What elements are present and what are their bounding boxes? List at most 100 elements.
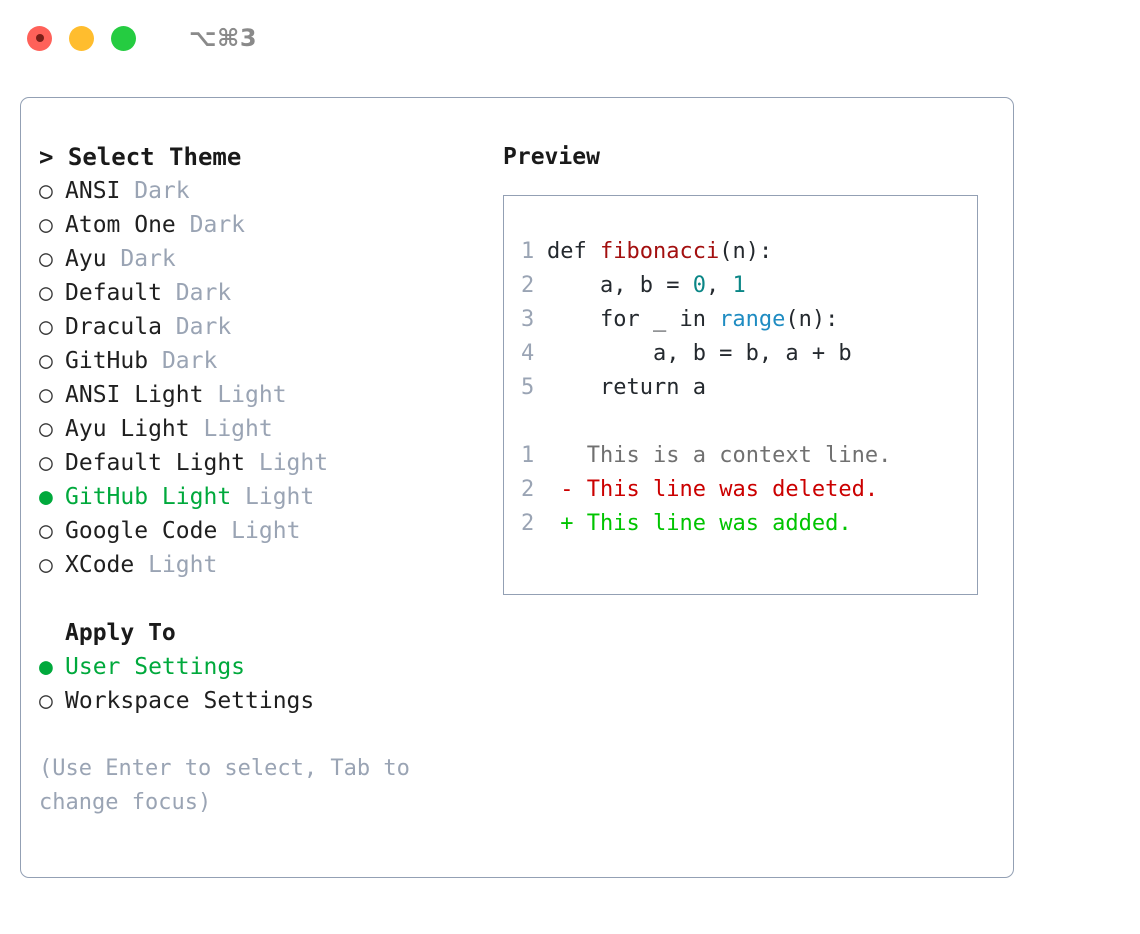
radio-selected-icon: ● (39, 654, 53, 680)
theme-option-ansi-light[interactable]: ○ ANSI Light Light (39, 378, 501, 412)
select-theme-header: > Select Theme (39, 143, 242, 171)
theme-option-ayu-light[interactable]: ○ Ayu Light Light (39, 412, 501, 446)
diff-spacer (521, 405, 977, 439)
line-number: 2 (521, 273, 535, 298)
radio-unselected-icon: ○ (39, 382, 53, 408)
theme-option-label: Default (65, 280, 162, 306)
theme-option-variant: Dark (161, 280, 232, 306)
apply-to-list: ● User Settings ○ Workspace Settings (39, 650, 501, 718)
theme-option-variant: Dark (161, 314, 232, 340)
theme-option-default-light[interactable]: ○ Default Light Light (39, 446, 501, 480)
diff-line-text: This is a context line. (586, 443, 892, 468)
radio-unselected-icon: ○ (39, 314, 53, 340)
theme-option-default[interactable]: ○ Default Dark (39, 276, 501, 310)
line-number: 3 (521, 307, 535, 332)
theme-option-variant: Dark (148, 348, 218, 374)
keyboard-hint-text: (Use Enter to select, Tab to change focu… (39, 756, 410, 815)
radio-unselected-icon: ○ (39, 518, 53, 544)
line-number: 4 (521, 341, 535, 366)
code-token-number: 0 (692, 273, 706, 298)
apply-to-option-label: User Settings (65, 654, 246, 680)
diff-sign: - (547, 477, 587, 502)
list-spacer (39, 582, 501, 616)
radio-unselected-icon: ○ (39, 552, 53, 578)
code-token-plain: for _ in (547, 307, 720, 332)
theme-option-github-light[interactable]: ● GitHub Light Light (39, 480, 501, 514)
theme-option-github[interactable]: ○ GitHub Dark (39, 344, 501, 378)
theme-option-atom-one[interactable]: ○ Atom One Dark (39, 208, 501, 242)
radio-unselected-icon: ○ (39, 450, 53, 476)
code-token-plain: (n): (785, 307, 839, 332)
radio-unselected-icon: ○ (39, 416, 53, 442)
theme-option-ayu[interactable]: ○ Ayu Dark (39, 242, 501, 276)
code-line: 3 for _ in range(n): (521, 303, 977, 337)
radio-unselected-icon: ○ (39, 178, 53, 204)
code-token-builtin: range (719, 307, 786, 332)
theme-option-label: Ayu Light (65, 416, 190, 442)
code-token-plain: , (705, 273, 733, 298)
diff-line-added: 2 + This line was added. (521, 507, 977, 541)
diff-sign (547, 443, 587, 468)
theme-option-label: ANSI (65, 178, 121, 204)
theme-option-label: ANSI Light (65, 382, 204, 408)
radio-selected-icon: ● (39, 484, 53, 510)
diff-line-text: This line was deleted. (586, 477, 879, 502)
theme-option-label: GitHub Light (65, 484, 232, 510)
theme-list-column: > Select Theme ○ANSI Dark○Atom One Dark○… (21, 140, 501, 877)
diff-line-number: 2 (521, 511, 535, 536)
diff-sign: + (547, 511, 587, 536)
theme-option-variant: Light (217, 518, 301, 544)
theme-option-label: Dracula (65, 314, 162, 340)
theme-option-label: GitHub (65, 348, 149, 374)
code-line: 2 a, b = 0, 1 (521, 269, 977, 303)
theme-option-xcode[interactable]: ○XCode Light (39, 548, 501, 582)
maximize-button[interactable] (111, 25, 136, 51)
theme-option-label: Atom One (65, 212, 176, 238)
code-line: 5 return a (521, 371, 977, 405)
theme-option-variant: Light (245, 450, 329, 476)
apply-to-option-user-settings[interactable]: ● User Settings (39, 650, 501, 684)
diff-line-context: 1 This is a context line. (521, 439, 977, 473)
theme-option-label: Default Light (65, 450, 246, 476)
radio-unselected-icon: ○ (39, 688, 53, 714)
radio-unselected-icon: ○ (39, 280, 53, 306)
code-token-plain: a, b = b, a + b (547, 341, 852, 366)
theme-option-label: Google Code (65, 518, 218, 544)
preview-title: Preview (503, 144, 600, 170)
radio-unselected-icon: ○ (39, 246, 53, 272)
theme-option-variant: Light (231, 484, 315, 510)
apply-to-option-label: Workspace Settings (65, 688, 315, 714)
code-token-function: fibonacci (599, 239, 720, 264)
theme-option-label: Ayu (65, 246, 107, 272)
diff-line-text: This line was added. (586, 511, 852, 536)
theme-option-dracula[interactable]: ○ Dracula Dark (39, 310, 501, 344)
line-number: 1 (521, 239, 535, 264)
code-token-plain: def (547, 239, 600, 264)
title-bar: ⌥⌘3 (0, 0, 1140, 76)
theme-option-variant: Light (203, 382, 287, 408)
code-token-plain: return a (547, 375, 706, 400)
radio-unselected-icon: ○ (39, 348, 53, 374)
line-number: 5 (521, 375, 535, 400)
theme-option-variant: Dark (175, 212, 246, 238)
diff-line-number: 2 (521, 477, 535, 502)
theme-selector-panel: > Select Theme ○ANSI Dark○Atom One Dark○… (20, 97, 1014, 878)
code-line: 1 def fibonacci(n): (521, 235, 977, 269)
minimize-button[interactable] (69, 25, 94, 51)
apply-to-option-workspace-settings[interactable]: ○ Workspace Settings (39, 684, 501, 718)
theme-option-google-code[interactable]: ○ Google Code Light (39, 514, 501, 548)
theme-option-variant: Dark (106, 246, 176, 272)
keyboard-shortcut-label: ⌥⌘3 (189, 24, 258, 52)
theme-option-variant: Light (189, 416, 273, 442)
theme-option-ansi[interactable]: ○ANSI Dark (39, 174, 501, 208)
close-button[interactable] (27, 25, 52, 51)
diff-sample: 1 This is a context line. 2 - This line w… (521, 439, 977, 541)
theme-option-variant: Light (134, 552, 218, 578)
code-token-plain: (n): (719, 239, 773, 264)
radio-unselected-icon: ○ (39, 212, 53, 238)
code-token-number: 1 (732, 273, 746, 298)
